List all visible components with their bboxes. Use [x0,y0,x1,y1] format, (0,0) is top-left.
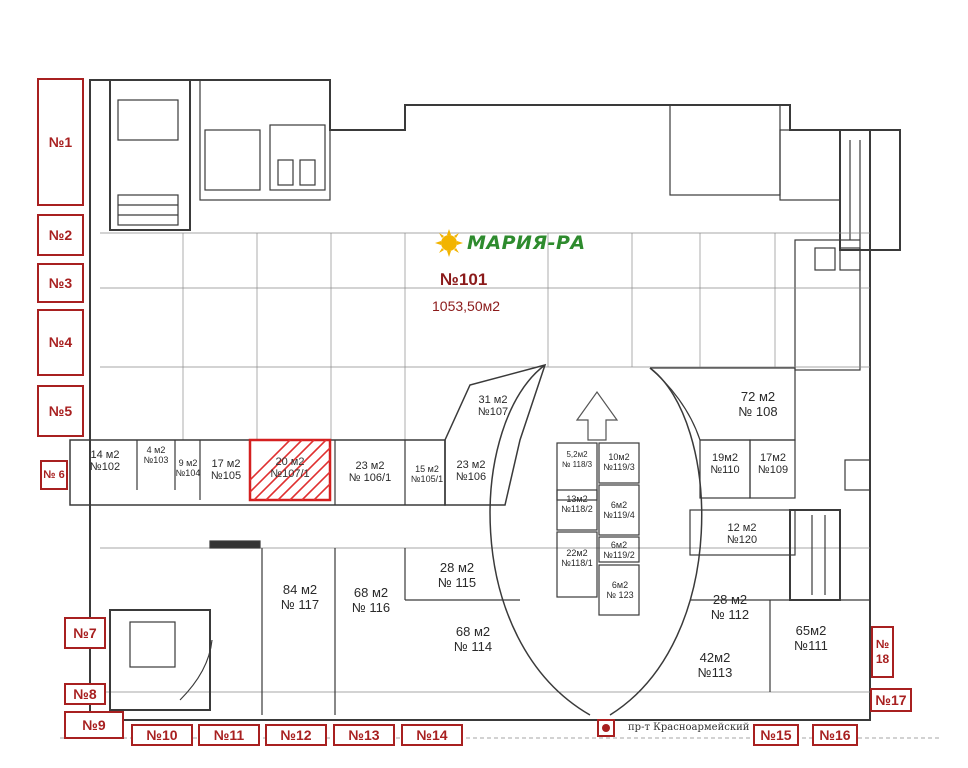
tag-8[interactable]: №8 [64,683,106,705]
tag-9[interactable]: №9 [64,711,124,739]
tag-7[interactable]: №7 [64,617,106,649]
street-label: пр-т Красноармейский [628,722,750,733]
tag-4[interactable]: №4 [37,309,84,376]
tag-6[interactable]: № 6 [40,460,68,490]
tag-5[interactable]: №5 [37,385,84,437]
tag-13[interactable]: №13 [333,724,395,746]
tag-2[interactable]: №2 [37,214,84,256]
tag-11[interactable]: №11 [198,724,260,746]
tag-17[interactable]: №17 [870,688,912,712]
tag-18[interactable]: № 18 [871,626,894,678]
tag-14[interactable]: №14 [401,724,463,746]
sun-logo-icon [435,229,463,257]
anchor-brand: МАРИЯ-РА [435,229,586,257]
tag-1[interactable]: №1 [37,78,84,206]
tag-10[interactable]: №10 [131,724,193,746]
anchor-area: 1053,50м2 [432,298,501,314]
anchor-number: №101 [440,270,488,289]
tag-15[interactable]: №15 [753,724,799,746]
tag-12[interactable]: №12 [265,724,327,746]
tag-16[interactable]: №16 [812,724,858,746]
brand-name: МАРИЯ-РА [467,232,586,254]
tag-3[interactable]: №3 [37,263,84,303]
